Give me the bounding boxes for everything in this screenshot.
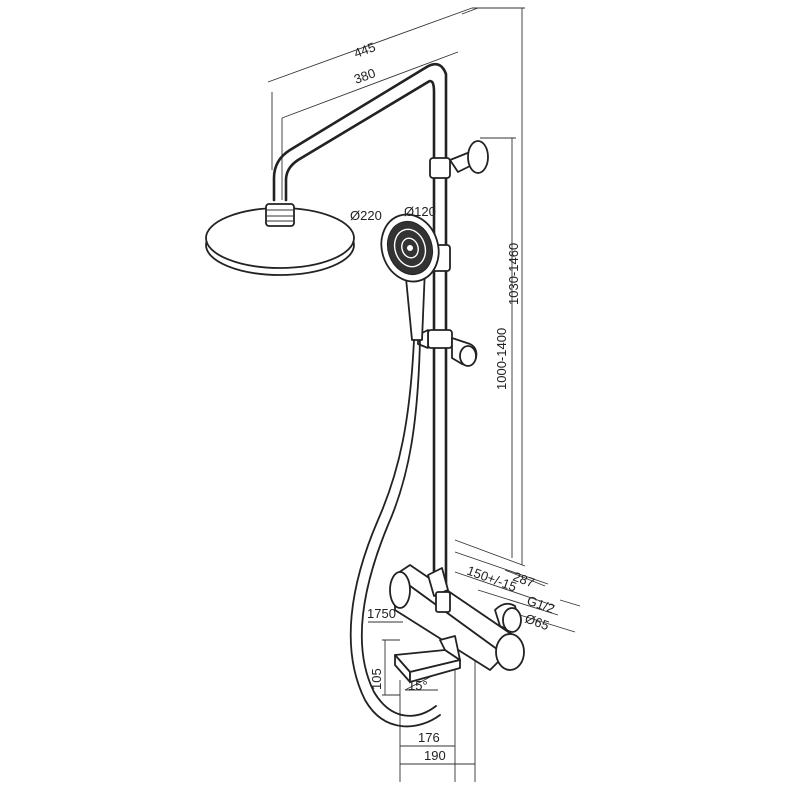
wall-connector-right	[502, 607, 522, 633]
arm-inner	[284, 79, 436, 202]
arm-outer	[272, 62, 448, 202]
dim-line-380	[281, 51, 459, 119]
shower-hose	[349, 339, 441, 728]
holder-knob	[459, 345, 477, 367]
dim-line-445	[267, 7, 473, 83]
temperature-knob	[427, 567, 449, 597]
spray-center	[407, 245, 413, 251]
wall-connector-left	[435, 591, 451, 613]
top-wall-mount	[467, 140, 489, 174]
label-depth: 287	[511, 569, 537, 591]
label-slide-range: 1000-1400	[494, 328, 509, 390]
label-spout-angle: 15°	[408, 678, 428, 693]
riser-rail	[417, 140, 489, 602]
hose-outer	[349, 339, 441, 728]
label-spout-reach: 190	[424, 748, 446, 763]
angle-line-15	[404, 675, 433, 691]
tub-spout-neck	[439, 635, 461, 661]
ext-line-right-445	[461, 7, 479, 15]
dim-line-g12	[477, 589, 559, 616]
shower-arm	[272, 62, 448, 202]
label-spout-height: 105	[369, 668, 384, 690]
label-arm-length: 380	[352, 65, 378, 87]
spray-ring-outer	[393, 228, 427, 268]
mixer-left-end	[389, 571, 411, 609]
top-bracket-clamp	[429, 157, 451, 179]
label-head-diameter: Ø220	[350, 208, 382, 223]
ext-line-287	[454, 551, 549, 585]
hand-shower	[380, 213, 440, 341]
thermostatic-mixer	[389, 564, 525, 683]
dim-line-150	[454, 571, 556, 607]
label-spout-length: 176	[418, 730, 440, 745]
mixer-right-end	[495, 633, 525, 671]
label-total-height: 1030-1460	[506, 243, 521, 305]
label-centers: 150+/-15	[465, 563, 519, 595]
label-hose-length: 1750	[367, 606, 396, 621]
hose-inner	[361, 339, 437, 717]
label-hand-diameter: Ø120	[404, 204, 436, 219]
dimension-lines	[267, 7, 581, 782]
spray-ring-inner	[401, 237, 419, 259]
tub-spout-side	[409, 659, 461, 683]
rain-head-connector	[265, 203, 295, 227]
dim-line-287	[504, 569, 546, 587]
ext-line-rail-bottom	[454, 539, 526, 567]
dim-tick-150	[559, 599, 581, 607]
label-overall-reach: 445	[352, 39, 378, 61]
holder-clamp	[427, 329, 453, 349]
rain-shower-head	[205, 203, 355, 276]
